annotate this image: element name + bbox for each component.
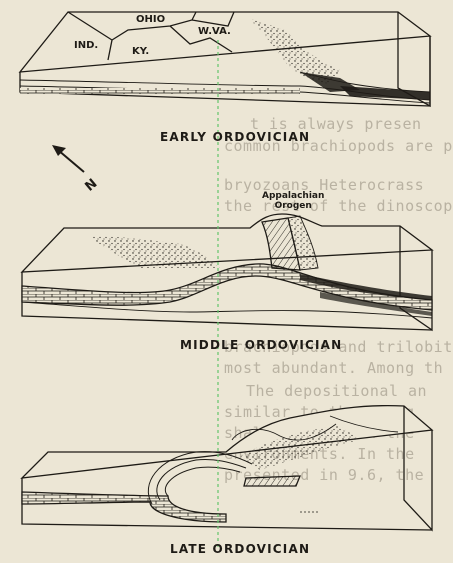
state-label-ohio: OHIO — [136, 14, 165, 25]
middle-ordovician-block — [22, 214, 432, 330]
late-front-face — [22, 478, 432, 530]
orogen-label-line1: Appalachian — [262, 191, 324, 201]
late-limestone-fold — [22, 492, 226, 522]
north-arrow-shaft — [58, 150, 84, 172]
north-arrow — [52, 145, 84, 172]
middle-top-surface — [22, 214, 432, 272]
caption-middle-ordovician: MIDDLE ORDOVICIAN — [180, 338, 342, 352]
late-shale-layer — [244, 476, 300, 486]
state-label-ind: IND. — [74, 40, 98, 51]
early-limestone-band — [20, 88, 300, 94]
caption-late-ordovician: LATE ORDOVICIAN — [170, 542, 310, 556]
late-ordovician-block — [22, 406, 432, 530]
late-fold-arc — [165, 467, 240, 496]
orogen-label: Appalachian Orogen — [262, 191, 324, 211]
late-top-surface — [22, 406, 432, 478]
state-label-wva: W.VA. — [198, 26, 231, 37]
caption-early-ordovician: EARLY ORDOVICIAN — [160, 130, 310, 144]
orogen-label-line2: Orogen — [262, 201, 324, 211]
state-label-ky: KY. — [132, 46, 149, 57]
